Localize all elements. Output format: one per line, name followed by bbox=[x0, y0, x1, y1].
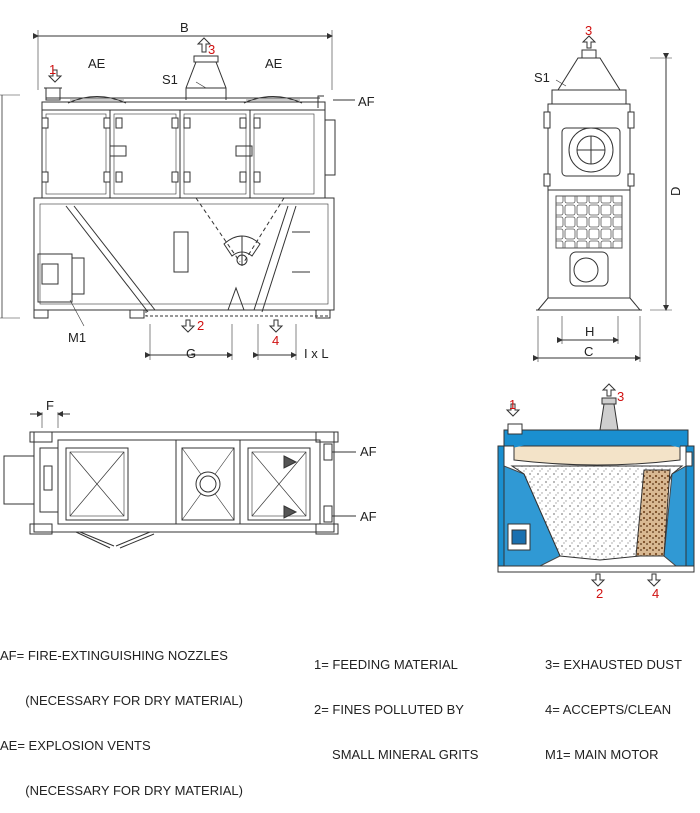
top-af-lower-label: AF bbox=[360, 509, 377, 524]
front-af-label: AF bbox=[358, 94, 375, 109]
dim-ixl-label: I x L bbox=[304, 346, 329, 361]
side-exhaust-number: 3 bbox=[585, 23, 592, 38]
front-ae-right-label: AE bbox=[265, 56, 283, 71]
side-flow-arrows bbox=[581, 35, 597, 49]
legend-line: M1= MAIN MOTOR bbox=[545, 747, 659, 762]
m1-label: M1 bbox=[68, 330, 86, 345]
dim-h-label: H bbox=[585, 324, 594, 339]
legend-flows: 1= FEEDING MATERIAL 2= FINES POLLUTED BY… bbox=[314, 627, 478, 777]
legend-line: 4= ACCEPTS/CLEAN bbox=[545, 702, 672, 717]
dim-g-label: G bbox=[186, 346, 196, 361]
front-feed-number: 1 bbox=[49, 62, 56, 77]
legend-line: AE= EXPLOSION VENTS bbox=[0, 738, 151, 753]
front-ae-left-label: AE bbox=[88, 56, 106, 71]
legend-line: AF= FIRE-EXTINGUISHING NOZZLES bbox=[0, 648, 228, 663]
legend-line: SMALL MINERAL GRITS bbox=[314, 747, 479, 762]
legend-line: 1= FEEDING MATERIAL bbox=[314, 657, 458, 672]
legend-line: (NECESSARY FOR DRY MATERIAL) bbox=[0, 783, 243, 798]
legend-outputs: 3= EXHAUSTED DUST 4= ACCEPTS/CLEAN M1= M… bbox=[545, 627, 682, 777]
legend-line: 3= EXHAUSTED DUST bbox=[545, 657, 682, 672]
dim-f-label: F bbox=[46, 398, 54, 413]
side-view bbox=[533, 49, 672, 362]
top-view bbox=[3, 411, 356, 549]
legend-af-ae: AF= FIRE-EXTINGUISHING NOZZLES (NECESSAR… bbox=[0, 618, 243, 813]
section-accepts-number: 4 bbox=[652, 586, 659, 601]
top-af-upper-label: AF bbox=[360, 444, 377, 459]
front-accepts-number: 4 bbox=[272, 333, 279, 348]
front-flow-arrows bbox=[47, 37, 284, 333]
section-fines-number: 2 bbox=[596, 586, 603, 601]
section-flow-arrows bbox=[505, 383, 662, 587]
dim-c-label: C bbox=[584, 344, 593, 359]
legend-line: 2= FINES POLLUTED BY bbox=[314, 702, 464, 717]
side-s1-label: S1 bbox=[534, 70, 550, 85]
front-s1-label: S1 bbox=[162, 72, 178, 87]
section-exhaust-number: 3 bbox=[617, 389, 624, 404]
section-feed-number: 1 bbox=[509, 397, 516, 412]
front-fines-number: 2 bbox=[197, 318, 204, 333]
dim-d-label: D bbox=[668, 187, 683, 196]
cross-section bbox=[497, 397, 695, 573]
legend-line: (NECESSARY FOR DRY MATERIAL) bbox=[0, 693, 243, 708]
technical-drawing: B 3 1 AE AE S1 AF M1 2 4 G I x L bbox=[0, 20, 695, 601]
dim-b-label: B bbox=[180, 20, 189, 35]
front-exhaust-number: 3 bbox=[208, 42, 215, 57]
front-view bbox=[0, 30, 355, 360]
